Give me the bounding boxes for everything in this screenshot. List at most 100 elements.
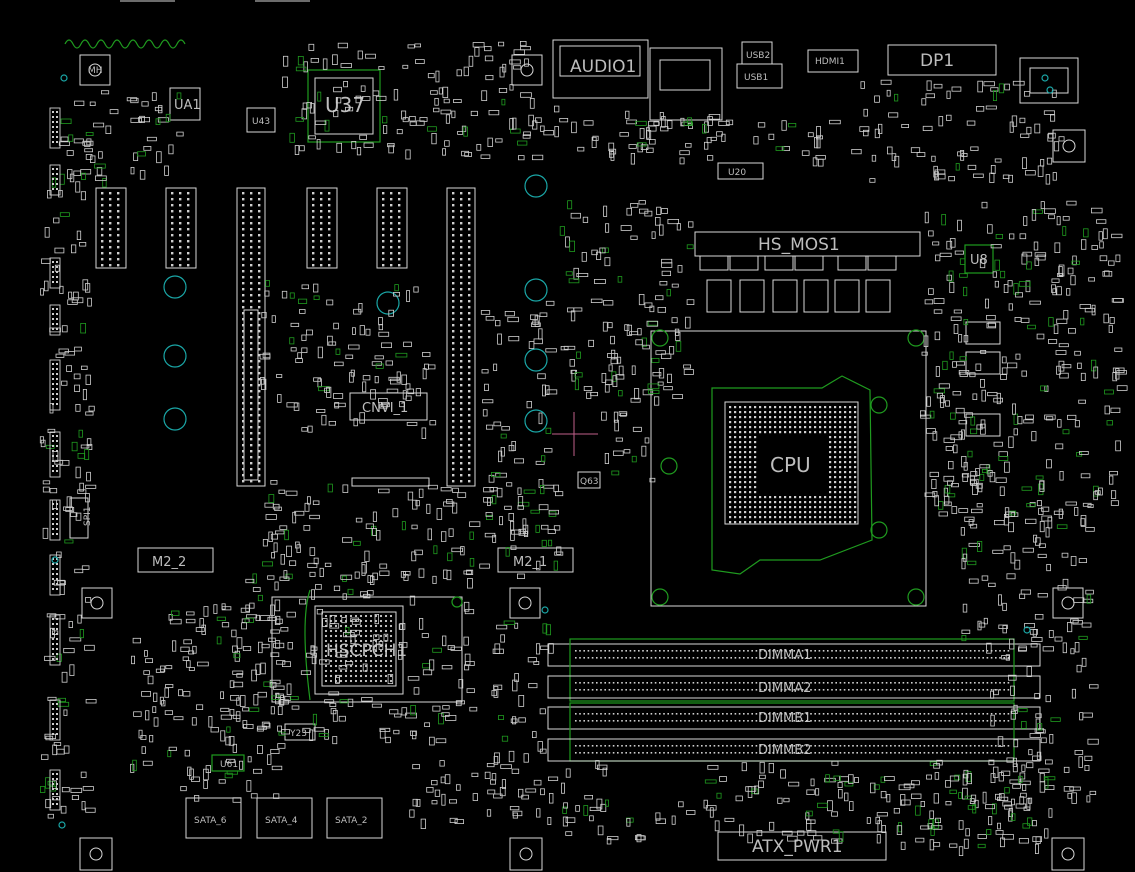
svg-text:SATA_4: SATA_4 — [265, 816, 298, 826]
svg-text:U8: U8 — [970, 253, 988, 268]
edge-header — [49, 257, 61, 289]
edge-header — [49, 769, 61, 811]
dimm-pin-rows — [575, 650, 1010, 754]
mounting-hole — [509, 587, 541, 619]
edge-header — [49, 614, 61, 666]
bat-slot — [351, 477, 430, 487]
mounting-hole — [81, 587, 113, 619]
svg-text:U61: U61 — [220, 760, 238, 770]
chip-u43: U43 — [246, 107, 276, 133]
chip-u20: U20 — [717, 162, 764, 180]
edge-header — [49, 107, 61, 149]
svg-text:USB1: USB1 — [744, 73, 768, 83]
svg-text:DIMMB1: DIMMB1 — [758, 711, 811, 726]
small-hole — [1023, 626, 1031, 634]
mounting-hole — [509, 837, 543, 871]
vrm-mosfet-bank: HS_MOS1 — [694, 231, 921, 271]
choke — [965, 413, 1001, 437]
sata-port-2: SATA_2 — [326, 797, 383, 839]
mounting-hole: MH — [79, 54, 111, 86]
svg-text:ATX_PWR1: ATX_PWR1 — [752, 837, 843, 857]
header-block-2 — [165, 187, 197, 269]
header-block-4 — [376, 187, 408, 269]
edge-header — [49, 431, 61, 478]
svg-text:SPI1: SPI1 — [83, 506, 93, 526]
edge-header — [49, 499, 61, 541]
svg-text:DIMMB2: DIMMB2 — [758, 743, 811, 758]
cpu-socket: CPU — [650, 329, 927, 607]
chip-u8: U8 — [964, 244, 994, 274]
svg-text:U37: U37 — [325, 93, 365, 117]
small-hole — [60, 74, 68, 82]
edge-header — [49, 359, 61, 411]
cpu-pin-array — [729, 406, 857, 524]
pin-grid — [101, 192, 471, 483]
svg-text:DIMMA1: DIMMA1 — [758, 648, 811, 663]
svg-text:UA1: UA1 — [174, 98, 201, 113]
svg-text:MH: MH — [88, 66, 103, 76]
chip-ua1: UA1 — [169, 87, 201, 121]
standoff-hole — [163, 275, 187, 299]
small-hole — [1041, 74, 1049, 82]
left-edge-headers — [49, 107, 61, 811]
dimm-slot-a2: DIMMA2 — [547, 675, 1041, 699]
header-block-1 — [95, 187, 127, 269]
pcie-slot-right — [446, 187, 476, 487]
mounting-hole — [511, 54, 543, 86]
audio-connector: AUDIO1 — [552, 39, 649, 99]
svg-text:CPU: CPU — [770, 453, 811, 477]
svg-text:Y23: Y23 — [289, 729, 307, 739]
edge-header — [49, 164, 61, 196]
sata-port-6: SATA_6 — [185, 797, 242, 839]
edge-header — [49, 699, 61, 741]
svg-text:HDMI1: HDMI1 — [815, 57, 845, 67]
svg-text:USB2: USB2 — [746, 51, 770, 61]
edge-header — [49, 554, 61, 596]
standoff-hole — [524, 348, 548, 372]
transistor-q63: Q63 — [577, 471, 601, 489]
audio-jack-2 — [649, 47, 723, 121]
mounting-hole — [79, 837, 113, 871]
standoff-hole — [163, 407, 187, 431]
svg-text:M2_2: M2_2 — [152, 555, 186, 570]
edge-header — [49, 304, 61, 336]
svg-text:SATA_6: SATA_6 — [194, 816, 227, 826]
hdmi-connector: HDMI1 — [807, 49, 859, 73]
svg-text:U43: U43 — [252, 117, 270, 127]
svg-text:M2_1: M2_1 — [513, 555, 547, 570]
mounting-hole — [1052, 129, 1086, 163]
crosshair-marker — [552, 412, 598, 456]
atx-power-connector: ATX_PWR1 — [717, 831, 887, 861]
antenna-trace — [64, 39, 186, 49]
standoff-hole — [163, 344, 187, 368]
choke — [965, 351, 1001, 375]
choke — [965, 321, 1001, 345]
header-block-3 — [306, 187, 338, 269]
dimm-slot-b2: DIMMB2 — [547, 738, 1041, 762]
svg-text:SATA_2: SATA_2 — [335, 816, 368, 826]
svg-text:HS_MOS1: HS_MOS1 — [758, 235, 840, 255]
svg-text:U20: U20 — [728, 168, 746, 178]
via — [451, 596, 463, 608]
spi-header: SPI1 — [69, 497, 93, 539]
small-hole — [51, 556, 59, 564]
standoff-hole — [524, 409, 548, 433]
svg-text:Q63: Q63 — [580, 477, 599, 487]
standoff-hole — [524, 278, 548, 302]
svg-text:DIMMA2: DIMMA2 — [758, 681, 811, 696]
chip-u37: U37 — [307, 69, 381, 143]
smd-components — [39, 41, 1128, 857]
small-hole — [541, 606, 549, 614]
standoff-hole — [376, 291, 400, 315]
usb-connector-top: USB2 — [741, 41, 773, 65]
svg-text:DP1: DP1 — [920, 51, 954, 71]
pch-ball-array — [324, 614, 393, 683]
standoff-hole — [524, 174, 548, 198]
m2-slot-2: M2_2 — [137, 547, 214, 573]
small-hole — [58, 821, 66, 829]
m2-slot-1: M2_1 — [497, 547, 574, 573]
small-hole — [1046, 86, 1054, 94]
sata-port-4: SATA_4 — [256, 797, 313, 839]
svg-text:AUDIO1: AUDIO1 — [570, 57, 636, 77]
